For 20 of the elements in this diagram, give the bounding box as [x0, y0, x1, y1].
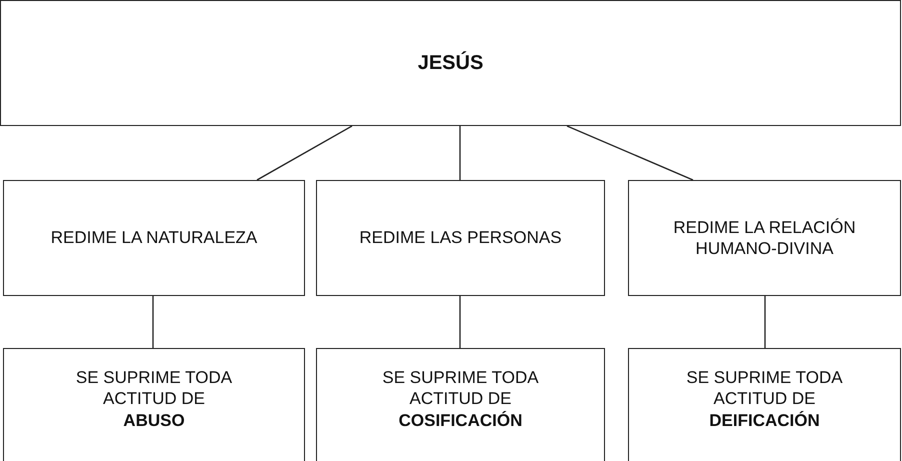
text-box [628, 348, 901, 461]
text-box [628, 180, 901, 296]
node-text: REDIME LA NATURALEZA [50, 227, 258, 249]
node-text: REDIME LAS PERSONAS [359, 227, 562, 249]
connector-line [566, 125, 694, 181]
connector-line [459, 296, 461, 348]
node-text: JESÚS [418, 50, 484, 76]
title-box [0, 0, 901, 126]
text-box [3, 180, 305, 296]
node-text: REDIME LA RELACIÓN HUMANO-DIVINA [672, 216, 857, 260]
connector-line [764, 296, 766, 348]
connector-line [459, 126, 461, 180]
node-text: SE SUPRIME TODA ACTITUD DE ABUSO [74, 367, 234, 431]
connector-line [152, 296, 154, 348]
text-box [3, 348, 305, 461]
node-text: SE SUPRIME TODA ACTITUD DE COSIFICACIÓN [381, 367, 540, 431]
node-text: SE SUPRIME TODA ACTITUD DE DEIFICACIÓN [685, 367, 844, 431]
text-box [316, 180, 605, 296]
text-box [316, 348, 605, 461]
connector-line [256, 125, 352, 181]
